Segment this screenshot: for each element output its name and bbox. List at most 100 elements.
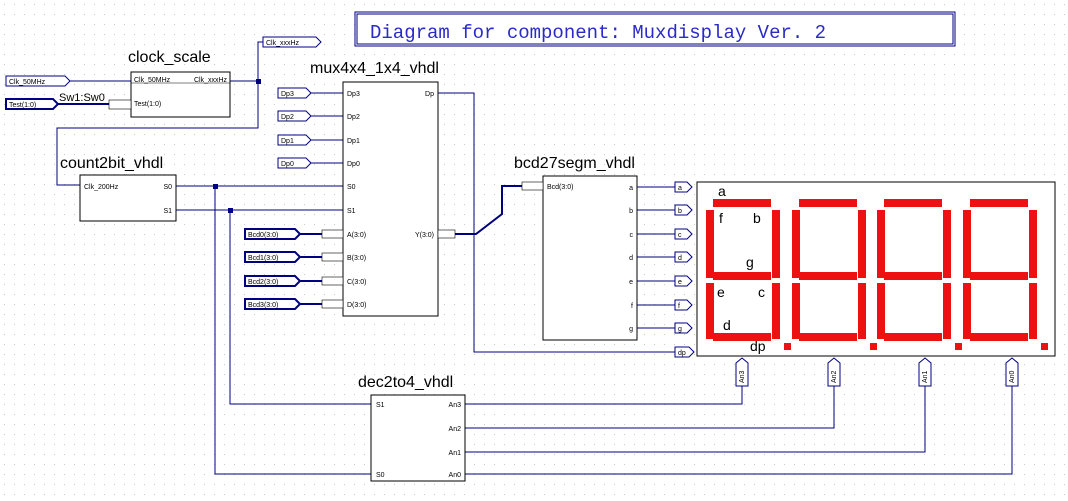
segment-a	[970, 199, 1028, 207]
port-dp3-label: Dp3	[281, 91, 294, 98]
port-bcd3-label: Bcd3(3:0)	[248, 302, 278, 309]
segment-c	[943, 283, 951, 339]
port-seg-g-label: g	[678, 326, 682, 333]
bcd27segm-out-c: c	[630, 232, 634, 239]
port-seg-c: c	[674, 228, 693, 240]
mux-in-d: D(3:0)	[347, 302, 366, 309]
port-an0-label: An0	[1009, 370, 1016, 383]
port-dp0: Dp0	[277, 157, 312, 169]
segment-dp	[870, 343, 877, 350]
segment-dp	[955, 343, 962, 350]
digit-2	[877, 199, 962, 350]
segment-g	[799, 272, 857, 280]
digit-3	[963, 199, 1048, 350]
port-test: Test(1:0)	[5, 98, 60, 110]
count2bit-in-clk: Clk_200Hz	[84, 184, 119, 191]
count2bit-block[interactable]: count2bit_vhdl Clk_200Hz S0 S1	[60, 155, 177, 222]
segment-g	[713, 272, 771, 280]
segment-e	[963, 283, 971, 339]
bcd27segm-out-f: f	[631, 303, 633, 310]
bcd27segm-block[interactable]: bcd27segm_vhdl Bcd(3:0) a b c d e f g	[514, 155, 638, 341]
bcd27segm-out-e: e	[629, 279, 633, 286]
mux-in-b: B(3:0)	[347, 255, 366, 262]
dec2to4-out-an0: An0	[449, 472, 462, 479]
clock-scale-block[interactable]: clock_scale Clk_50MHz Clk_xxxHz Test(1:0…	[59, 49, 231, 118]
segment-a	[713, 199, 771, 207]
segment-b	[1029, 210, 1037, 278]
dec2to4-in-s1: S1	[376, 402, 385, 409]
segment-a	[884, 199, 942, 207]
port-an3-label: An3	[739, 370, 746, 383]
segment-b	[943, 210, 951, 278]
bcd27segm-out-g: g	[629, 326, 633, 333]
port-clk-50mhz: Clk_50MHz	[5, 75, 71, 87]
segment-e	[706, 283, 714, 339]
segment-dp	[784, 343, 791, 350]
port-an2: An2	[827, 357, 841, 387]
port-dp: dp	[674, 346, 695, 358]
port-an1-label: An1	[922, 370, 929, 383]
port-seg-e-label: e	[678, 279, 682, 286]
segment-d	[884, 333, 942, 341]
dec2to4-title: dec2to4_vhdl	[358, 374, 453, 391]
segment-g	[970, 272, 1028, 280]
clock-scale-title: clock_scale	[128, 49, 211, 66]
digit-1	[792, 199, 877, 350]
mux-out-y: Y(3:0)	[415, 232, 434, 239]
dec2to4-out-an3: An3	[449, 402, 462, 409]
switch-label: Sw1:Sw0	[59, 92, 105, 104]
clock-scale-out-clk: Clk_xxxHz	[194, 77, 228, 84]
segment-c	[772, 283, 780, 339]
port-seg-d: d	[674, 251, 693, 263]
port-an3: An3	[735, 357, 749, 387]
mux-block[interactable]: mux4x4_1x4_vhdl Dp3Dp2Dp1Dp0A(3:0)B(3:0)…	[310, 60, 456, 317]
port-bcd1: Bcd1(3:0)	[244, 251, 302, 263]
segment-e	[792, 283, 800, 339]
port-clk-xxxhz: Clk_xxxHz	[262, 36, 322, 48]
bcd27segm-in: Bcd(3:0)	[547, 184, 573, 191]
clock-scale-in-test: Test(1:0)	[134, 101, 161, 108]
segment-d	[970, 333, 1028, 341]
bcd27segm-out-a: a	[629, 185, 633, 192]
port-seg-a-label: a	[678, 185, 682, 192]
segment-c	[1029, 283, 1037, 339]
port-seg-g: g	[674, 322, 693, 334]
mux-title: mux4x4_1x4_vhdl	[310, 60, 439, 77]
mux-in-s0: S0	[347, 184, 356, 191]
segment-a	[799, 199, 857, 207]
port-seg-e: e	[674, 275, 693, 287]
segment-label-b: b	[753, 210, 761, 226]
segment-f	[963, 210, 971, 278]
port-bcd2-label: Bcd2(3:0)	[248, 279, 278, 286]
port-seg-d-label: d	[678, 255, 682, 262]
port-dp-label: dp	[678, 350, 686, 357]
title-text: Diagram for component: Muxdisplay Ver. 2	[370, 22, 826, 44]
seven-segment-display: a f b g e c d dp	[696, 181, 1056, 357]
mux-in-dp0: Dp0	[347, 161, 360, 168]
port-clk-50mhz-label: Clk_50MHz	[9, 79, 46, 86]
bcd27segm-out-b: b	[629, 208, 633, 215]
port-bcd0: Bcd0(3:0)	[244, 228, 302, 240]
mux-in-a: A(3:0)	[347, 232, 366, 239]
mux-in-dp2: Dp2	[347, 114, 360, 121]
digit-0	[706, 199, 791, 350]
dec2to4-in-s0: S0	[376, 472, 385, 479]
segment-b	[858, 210, 866, 278]
count2bit-out-s0: S0	[163, 184, 172, 191]
port-bcd1-label: Bcd1(3:0)	[248, 255, 278, 262]
port-bcd2: Bcd2(3:0)	[244, 275, 302, 287]
bcd27segm-out-d: d	[629, 255, 633, 262]
port-seg-f-label: f	[678, 303, 680, 310]
port-clk-xxxhz-label: Clk_xxxHz	[266, 40, 300, 47]
segment-c	[858, 283, 866, 339]
segment-e	[877, 283, 885, 339]
count2bit-out-s1: S1	[163, 208, 172, 215]
count2bit-title: count2bit_vhdl	[60, 155, 163, 172]
segment-dp	[1041, 343, 1048, 350]
port-dp0-label: Dp0	[281, 161, 294, 168]
port-dp1-label: Dp1	[281, 138, 294, 145]
segment-label-a: a	[718, 183, 726, 199]
port-dp1: Dp1	[277, 134, 312, 146]
bcd27segm-title: bcd27segm_vhdl	[514, 155, 635, 172]
